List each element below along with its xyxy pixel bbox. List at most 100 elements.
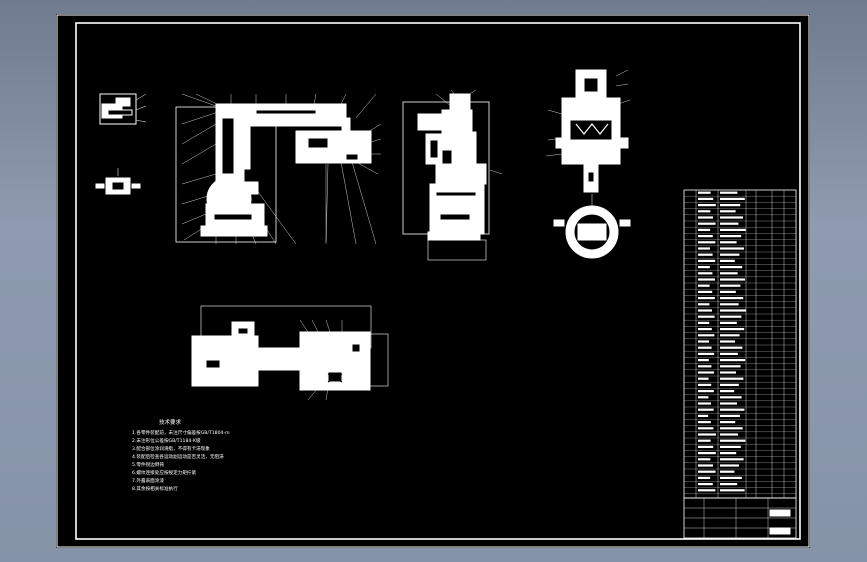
note-line: 4.装配后检查各运动副运动是否灵活，无阻滞	[132, 453, 224, 460]
cad-drawing: 技术要求 1.各零件装配前，未注尺寸偏差按GB/T1804-m 2.未注形位公差…	[56, 14, 810, 548]
parts-list-cell-text	[720, 247, 744, 250]
parts-list-cell-text	[698, 439, 711, 442]
note-line: 5.零件锐边倒钝	[132, 461, 164, 468]
parts-list-cell-text	[720, 197, 745, 200]
parts-list-cell-text	[720, 359, 746, 362]
parts-list-cell-text	[720, 352, 738, 355]
parts-list-cell-text	[720, 470, 735, 473]
parts-list-cell-text	[720, 427, 743, 430]
parts-list-cell-text	[698, 290, 713, 293]
parts-list-cell-text	[698, 414, 709, 417]
parts-list-cell-text	[698, 352, 715, 355]
parts-list-cell-text	[720, 346, 743, 349]
parts-list-cell-text	[698, 315, 715, 318]
robot-arm-main-view	[175, 93, 382, 245]
parts-list-cell-text	[720, 433, 738, 436]
outer-frame	[56, 14, 810, 548]
title-block	[683, 497, 797, 539]
parts-list-cell-text	[720, 402, 737, 405]
parts-list-cell-text	[698, 328, 712, 331]
parts-list-cell-text	[720, 228, 746, 231]
note-line: 7.外露表面涂漆	[132, 477, 164, 484]
parts-list-cell-text	[698, 433, 716, 436]
parts-list-cell-text	[698, 253, 713, 256]
parts-list-cell-text	[698, 284, 710, 287]
note-line: 2.未注形位公差按GB/T1184-K级	[132, 437, 201, 444]
parts-list-cell-text	[698, 222, 716, 225]
detail-view-a	[99, 93, 147, 125]
parts-list-cell-text	[720, 253, 740, 256]
parts-list-cell-text	[720, 489, 745, 492]
gripper-detail-view	[545, 69, 631, 259]
parts-list-cell-text	[720, 328, 745, 331]
parts-list-cell-text	[720, 383, 739, 386]
parts-list-cell-text	[720, 303, 739, 306]
parts-list-cell-text	[698, 402, 711, 405]
parts-list-cell-text	[720, 483, 738, 486]
parts-list-cell-text	[698, 458, 711, 461]
parts-list-cell-text	[698, 340, 709, 343]
parts-list-rows	[684, 191, 796, 494]
parts-list-cell-text	[698, 470, 716, 473]
parts-list-cell-text	[698, 483, 713, 486]
parts-list-cell-text	[720, 408, 745, 411]
parts-list-cell-text	[720, 458, 744, 461]
note-line: 3.配合部位涂润滑脂，不得有卡滞现象	[132, 445, 210, 452]
parts-list-cell-text	[720, 204, 741, 207]
parts-list-cell-text	[720, 290, 736, 293]
parts-list-cell-text	[698, 278, 715, 281]
parts-list-cell-text	[720, 315, 742, 318]
parts-list-cell-text	[720, 421, 736, 424]
parts-list-cell-text	[698, 377, 709, 380]
parts-list-cell-text	[720, 309, 746, 312]
parts-list-cell-text	[698, 445, 714, 448]
parts-list-cell-text	[720, 464, 739, 467]
parts-list-cell-text	[720, 377, 744, 380]
parts-list-cell-text	[720, 340, 735, 343]
parts-list-cell-text	[698, 427, 714, 430]
parts-list-cell-text	[720, 284, 741, 287]
parts-list-cell-text	[720, 321, 737, 324]
parts-list-cell-text	[698, 346, 712, 349]
parts-list-cell-text	[698, 464, 713, 467]
parts-list-cell-text	[698, 228, 711, 231]
parts-list-cell-text	[698, 396, 709, 399]
parts-list-cell-text	[698, 297, 715, 300]
parts-list-cell-text	[720, 476, 742, 479]
parts-list-cell-text	[698, 421, 711, 424]
drawing-sheet: 技术要求 1.各零件装配前，未注尺寸偏差按GB/T1804-m 2.未注形位公差…	[56, 14, 810, 548]
parts-list-cell-text	[720, 235, 742, 238]
parts-list-cell-text	[698, 266, 710, 269]
parts-list-cell-text	[698, 247, 710, 250]
parts-list-cell-text	[720, 241, 737, 244]
parts-list-cell-text	[720, 259, 735, 262]
technical-notes: 技术要求 1.各零件装配前，未注尺寸偏差按GB/T1804-m 2.未注形位公差…	[132, 418, 230, 492]
note-line: 6.螺纹连接处应按规定力矩拧紧	[132, 469, 197, 476]
parts-list-cell-text	[698, 204, 716, 207]
parts-list-cell-text	[698, 476, 711, 479]
parts-list-cell-text	[720, 390, 735, 393]
parts-list-cell-text	[698, 489, 716, 492]
parts-list-cell-text	[720, 365, 741, 368]
parts-list-cell-text	[698, 321, 710, 324]
note-line: 1.各零件装配前，未注尺寸偏差按GB/T1804-m	[132, 429, 230, 436]
parts-list-cell-text	[698, 359, 709, 362]
parts-list-cell-text	[698, 334, 715, 337]
parts-list-cell-text	[720, 396, 742, 399]
parts-list-cell-text	[720, 222, 739, 225]
parts-list-cell-text	[698, 303, 710, 306]
parts-list-cell-text	[720, 191, 738, 194]
parts-list-cell-text	[698, 259, 716, 262]
parts-list-cell-text	[698, 216, 713, 219]
parts-list-cell-text	[720, 445, 741, 448]
parts-list-cell-text	[698, 365, 712, 368]
notes-title: 技术要求	[159, 418, 182, 426]
parts-list-cell-text	[698, 241, 716, 244]
parts-list-cell-text	[698, 371, 714, 374]
parts-list-cell-text	[698, 408, 714, 411]
parts-list-cell-text	[720, 272, 738, 275]
parts-list-cell-text	[698, 235, 713, 238]
robot-arm-side-view	[402, 89, 503, 261]
parts-list-cell-text	[698, 309, 712, 312]
parts-list-cell-text	[720, 414, 740, 417]
